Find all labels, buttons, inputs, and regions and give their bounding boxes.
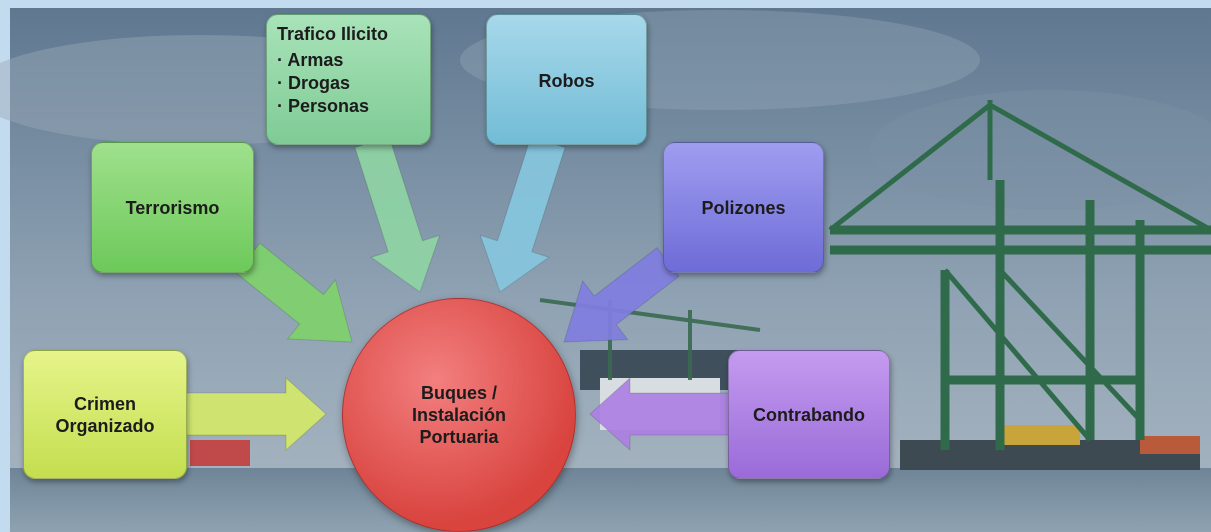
arrow-terrorismo-icon — [235, 242, 353, 343]
polizones-label: Polizones — [701, 197, 786, 218]
contrabando-label: Contrabando — [753, 404, 865, 425]
crimen-label-line1: Crimen — [73, 393, 136, 414]
arrow-crimen-icon — [185, 376, 327, 452]
arrow-robos-icon — [479, 135, 566, 293]
robos-box: Robos — [486, 14, 647, 145]
trafico-ilicito-box: Trafico Ilicito Armas Drogas Personas — [266, 14, 431, 145]
center-label-line2: Instalación — [411, 405, 507, 425]
contrabando-box: Contrabando — [728, 350, 890, 479]
polizones-box: Polizones — [663, 142, 824, 273]
trafico-item-personas: Personas — [277, 95, 369, 118]
center-label-line1: Buques / — [420, 383, 497, 403]
trafico-item-drogas: Drogas — [277, 72, 350, 95]
center-label-line3: Portuaria — [419, 427, 499, 447]
arrow-polizones-icon — [563, 246, 680, 343]
terrorismo-box: Terrorismo — [91, 142, 254, 273]
buques-instalacion-portuaria-circle: Buques / Instalación Portuaria — [342, 298, 576, 532]
trafico-ilicito-title: Trafico Ilicito — [277, 24, 389, 44]
robos-label: Robos — [538, 71, 595, 91]
arrow-trafico-icon — [354, 135, 441, 293]
crimen-organizado-box: Crimen Organizado — [23, 350, 187, 479]
terrorismo-label: Terrorismo — [125, 197, 220, 218]
arrow-contrabando-icon — [589, 376, 731, 452]
trafico-item-armas: Armas — [277, 49, 343, 72]
crimen-label-line2: Organizado — [55, 415, 155, 436]
